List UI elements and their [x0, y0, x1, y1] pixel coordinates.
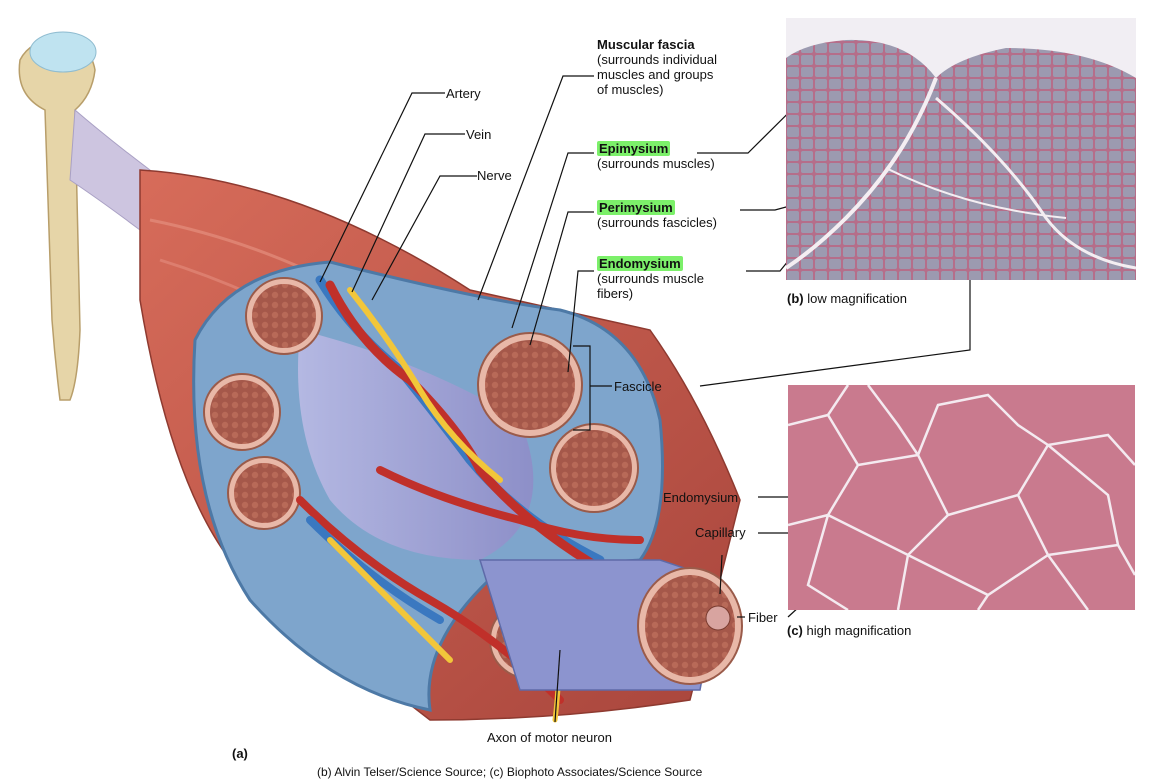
- muscular-fascia-line-1: (surrounds individual: [597, 52, 717, 67]
- bone: [18, 31, 97, 401]
- panel-c-caption: (c) high magnification: [787, 623, 911, 638]
- muscular-fascia-line-2: muscles and groups: [597, 67, 714, 82]
- panel-b-text: low magnification: [807, 291, 907, 306]
- micrograph-low-magnification: [786, 18, 1136, 280]
- endomysium-c-label: Endomysium: [663, 490, 739, 505]
- endomysium-line-2: fibers): [597, 286, 634, 301]
- panel-c-text: high magnification: [806, 623, 912, 638]
- endomysium-label: Endomysium (surrounds muscle fibers): [597, 256, 704, 301]
- muscular-fascia-title: Muscular fascia: [597, 37, 695, 52]
- capillary-label: Capillary: [695, 525, 746, 540]
- fascicle-label: Fascicle: [614, 379, 662, 394]
- fiber-label: Fiber: [748, 610, 778, 625]
- image-credit: (b) Alvin Telser/Science Source; (c) Bio…: [317, 765, 703, 779]
- panel-b-caption: (b) low magnification: [787, 291, 907, 306]
- nerve-label: Nerve: [477, 168, 512, 183]
- muscular-fascia-label: Muscular fascia (surrounds individual mu…: [597, 37, 717, 97]
- epimysium-label: Epimysium (surrounds muscles): [597, 141, 715, 171]
- vein-label: Vein: [466, 127, 492, 142]
- endomysium-line-1: (surrounds muscle: [597, 271, 704, 286]
- epimysium-title: Epimysium: [597, 141, 671, 156]
- artery-label: Artery: [446, 86, 481, 101]
- axon-label: Axon of motor neuron: [487, 730, 613, 745]
- panel-a-label: (a): [232, 746, 248, 761]
- perimysium-title: Perimysium: [597, 200, 675, 215]
- perimysium-label: Perimysium (surrounds fascicles): [597, 200, 717, 230]
- epimysium-desc: (surrounds muscles): [597, 156, 715, 171]
- tendon: [69, 108, 151, 231]
- panel-b-letter: (b): [787, 291, 804, 306]
- panel-c-letter: (c): [787, 623, 803, 638]
- endomysium-title: Endomysium: [597, 256, 683, 271]
- protruding-fascicle: [478, 559, 743, 691]
- muscular-fascia-line-3: of muscles): [597, 82, 664, 97]
- perimysium-desc: (surrounds fascicles): [597, 215, 717, 230]
- micrograph-high-magnification: [788, 385, 1135, 610]
